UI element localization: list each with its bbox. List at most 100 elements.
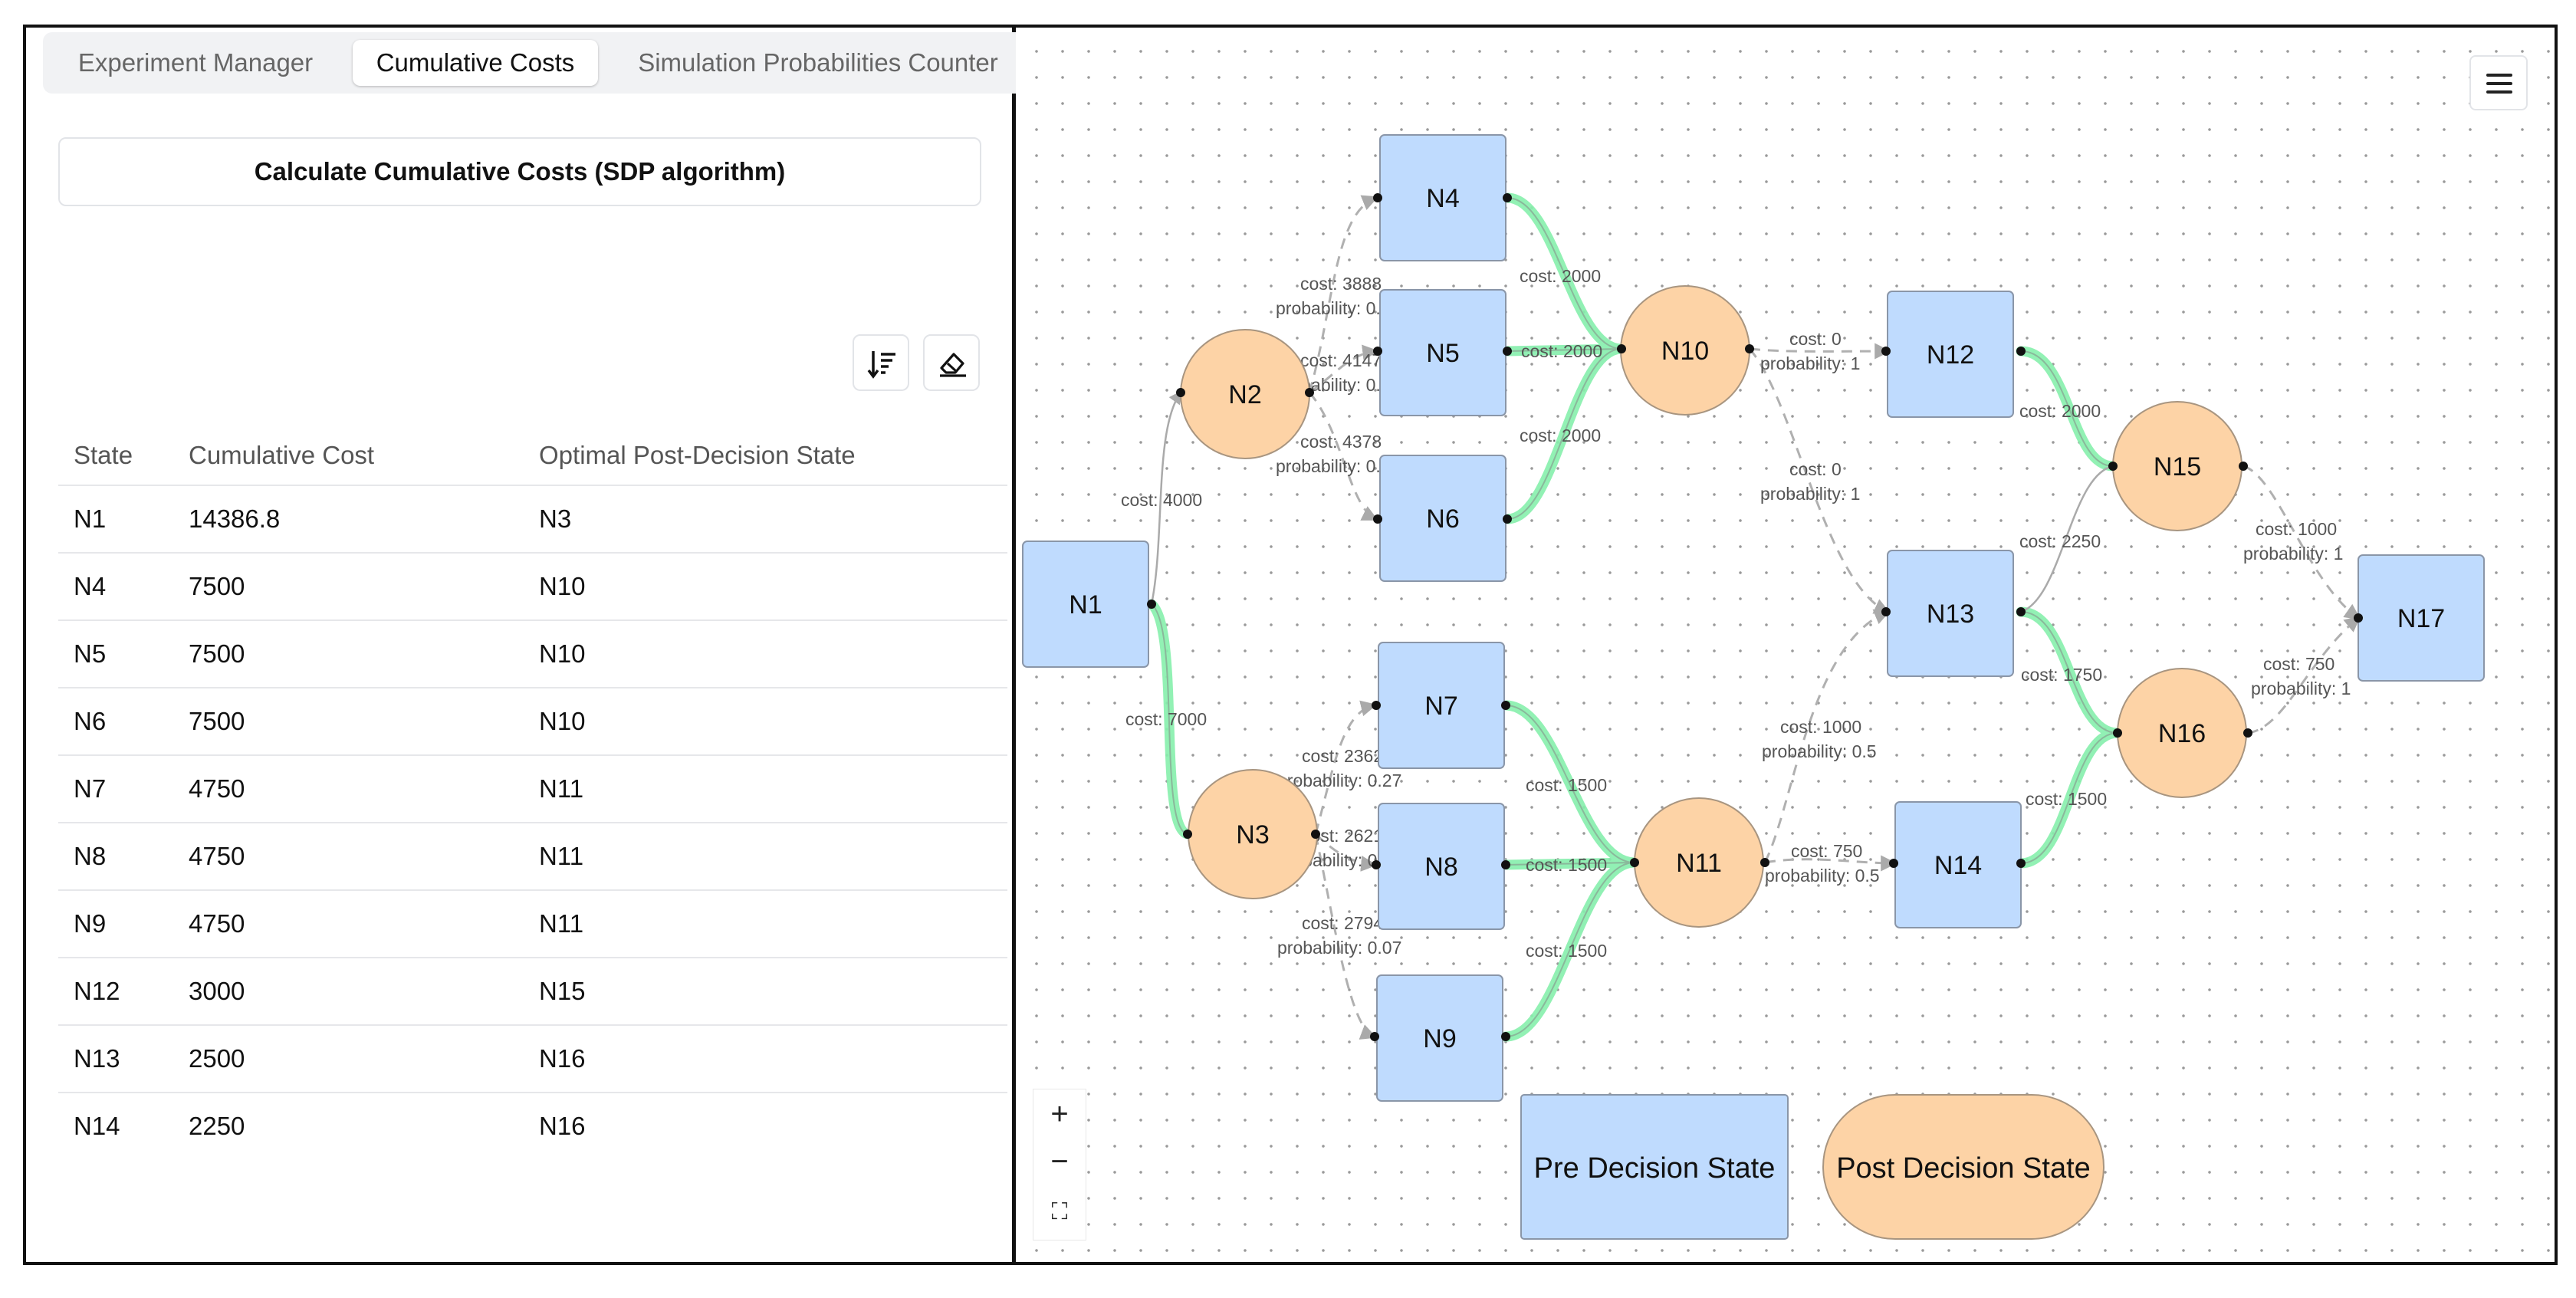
edge-label: cost: 2000 bbox=[2019, 401, 2101, 421]
edge-n1-n2 bbox=[1150, 390, 1183, 605]
node-n11[interactable]: N11 bbox=[1634, 797, 1764, 928]
node-n12[interactable]: N12 bbox=[1887, 291, 2014, 418]
node-label: N4 bbox=[1426, 184, 1459, 213]
node-n8[interactable]: N8 bbox=[1378, 803, 1505, 930]
handle bbox=[2108, 462, 2118, 471]
cell-cumulative-cost: 3000 bbox=[173, 958, 524, 1026]
node-label: N16 bbox=[2158, 719, 2206, 748]
node-n10[interactable]: N10 bbox=[1620, 285, 1750, 416]
handle bbox=[1503, 514, 1512, 524]
cell-optimal-post-decision-state: N16 bbox=[539, 1112, 586, 1140]
tab-experiment-manager[interactable]: Experiment Manager bbox=[77, 48, 314, 77]
hamburger-menu-button[interactable] bbox=[2469, 55, 2528, 110]
edge-n11-n14 bbox=[1764, 855, 1898, 872]
node-n5[interactable]: N5 bbox=[1379, 289, 1506, 416]
post-decision-nodes[interactable]: N2 N3 N10 N11 N15 N16 bbox=[1180, 285, 2247, 928]
node-n14[interactable]: N14 bbox=[1894, 801, 2022, 928]
node-handles[interactable] bbox=[1147, 193, 2363, 1041]
node-n7[interactable]: N7 bbox=[1378, 642, 1505, 769]
handle bbox=[1311, 830, 1320, 839]
node-n9[interactable]: N9 bbox=[1376, 974, 1503, 1102]
node-n1[interactable]: N1 bbox=[1022, 541, 1149, 668]
node-label: N7 bbox=[1424, 692, 1457, 721]
cell-optimal-post-decision-state: N10 bbox=[524, 620, 1007, 688]
node-n2[interactable]: N2 bbox=[1180, 329, 1310, 459]
node-n3[interactable]: N3 bbox=[1188, 769, 1318, 899]
edge-core bbox=[1506, 348, 1622, 520]
node-n13[interactable]: N13 bbox=[1887, 550, 2014, 677]
zoom-out-button[interactable]: − bbox=[1050, 1145, 1069, 1178]
handle bbox=[1373, 514, 1382, 524]
edge-label: cost: 1000 bbox=[1780, 717, 1861, 737]
node-n15[interactable]: N15 bbox=[2112, 401, 2242, 531]
node-n6[interactable]: N6 bbox=[1379, 455, 1506, 582]
node-label: N15 bbox=[2154, 452, 2201, 481]
state-graph[interactable]: cost: 4000 cost: 7000 cost: 3888 probabi… bbox=[1016, 28, 2555, 1262]
edge-label: cost: 2000 bbox=[1520, 426, 1601, 445]
cell-state: N4 bbox=[58, 553, 173, 621]
node-label: N2 bbox=[1228, 380, 1261, 409]
node-n4[interactable]: N4 bbox=[1379, 134, 1506, 261]
edge-n3-n9 bbox=[1314, 833, 1377, 1040]
edge-core bbox=[2020, 611, 2118, 734]
legend: Pre Decision State Post Decision State bbox=[1520, 1094, 2104, 1240]
cell-state: N1 bbox=[58, 485, 173, 554]
node-label: N8 bbox=[1424, 853, 1457, 882]
clear-button[interactable] bbox=[923, 334, 980, 391]
edge-label: cost: 4378 bbox=[1300, 432, 1382, 452]
cell-cumulative-cost: 2500 bbox=[173, 1025, 524, 1093]
cell-cumulative-cost: 7500 bbox=[173, 688, 524, 756]
cell-cumulative-cost: 4750 bbox=[173, 890, 524, 958]
column-header-state[interactable]: State bbox=[58, 426, 173, 486]
cell-state: N14 bbox=[74, 1112, 120, 1140]
handle bbox=[1373, 193, 1382, 202]
node-label: N3 bbox=[1236, 820, 1269, 849]
node-label: N1 bbox=[1069, 590, 1102, 619]
handle bbox=[1370, 1032, 1379, 1041]
node-label: N10 bbox=[1661, 337, 1709, 366]
edge-label: probability: 1 bbox=[2243, 544, 2343, 564]
edge-labels: cost: 4000 cost: 7000 cost: 3888 probabi… bbox=[1121, 266, 2351, 961]
node-n17[interactable]: N17 bbox=[2358, 554, 2485, 682]
edge-core bbox=[1506, 348, 1622, 352]
handle bbox=[1889, 859, 1898, 868]
column-header-cumulative-cost[interactable]: Cumulative Cost bbox=[173, 426, 524, 486]
handle bbox=[2016, 347, 2026, 356]
handle bbox=[1147, 600, 1156, 609]
node-n16[interactable]: N16 bbox=[2117, 668, 2247, 798]
cell-state: N7 bbox=[58, 755, 173, 823]
handle bbox=[1372, 701, 1381, 710]
cell-optimal-post-decision-state: N15 bbox=[524, 958, 1007, 1026]
handle bbox=[1881, 347, 1891, 356]
edge-n3-n8 bbox=[1314, 833, 1378, 872]
edge-core bbox=[1505, 705, 1635, 863]
handle bbox=[1501, 1032, 1510, 1041]
zoom-in-button[interactable]: + bbox=[1050, 1097, 1069, 1131]
legend-post-decision-state: Post Decision State bbox=[1822, 1094, 2104, 1240]
sort-button[interactable] bbox=[853, 334, 909, 391]
graph-canvas[interactable]: cost: 4000 cost: 7000 cost: 3888 probabi… bbox=[1016, 28, 2555, 1262]
edge-label: probability: 1 bbox=[2251, 679, 2351, 698]
cell-optimal-post-decision-state: N11 bbox=[524, 755, 1007, 823]
pre-decision-nodes[interactable]: N1 N4 N5 N6 N7 N8 N9 N12 N13 N14 N17 bbox=[1022, 134, 2485, 1102]
column-header-optimal-post-decision-state[interactable]: Optimal Post-Decision State bbox=[524, 426, 1007, 486]
cell-state: N13 bbox=[58, 1025, 173, 1093]
panel-divider[interactable] bbox=[1012, 25, 1016, 1265]
tab-simulation-probabilities-counter[interactable]: Simulation Probabilities Counter bbox=[638, 48, 998, 77]
legend-label: Pre Decision State bbox=[1534, 1152, 1776, 1185]
edge-label: cost: 4147 bbox=[1300, 350, 1382, 370]
tab-cumulative-costs[interactable]: Cumulative Costs bbox=[353, 40, 598, 86]
handle bbox=[2239, 462, 2248, 471]
node-label: N9 bbox=[1423, 1024, 1456, 1053]
handle bbox=[2016, 859, 2026, 868]
eraser-icon bbox=[940, 353, 966, 377]
edge-label: probability: 0.5 bbox=[1762, 741, 1877, 761]
node-label: N11 bbox=[1676, 849, 1722, 878]
node-label: N13 bbox=[1927, 600, 1974, 629]
calculate-cumulative-costs-button[interactable]: Calculate Cumulative Costs (SDP algorith… bbox=[58, 137, 981, 206]
fit-view-button[interactable]: ⛶ bbox=[1051, 1199, 1068, 1224]
